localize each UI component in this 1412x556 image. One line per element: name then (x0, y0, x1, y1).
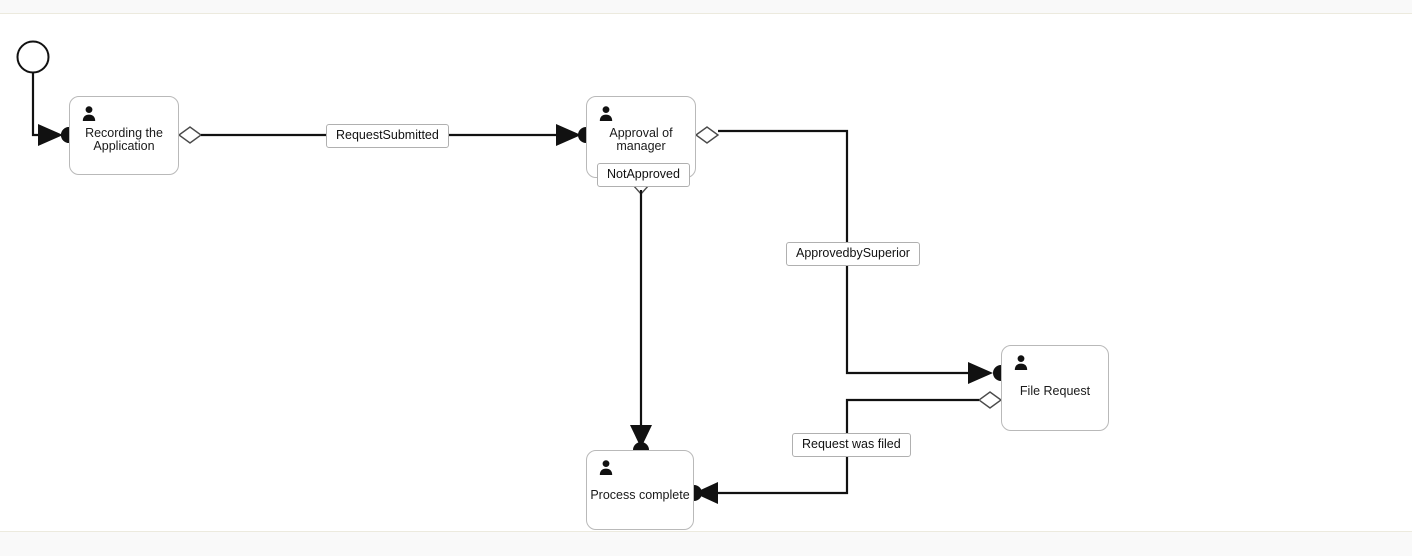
node-label: Process complete (590, 488, 690, 502)
edge-label-not-approved[interactable]: NotApproved (597, 163, 690, 187)
edge-label-request-was-filed[interactable]: Request was filed (792, 433, 911, 457)
node-label: Approval of manager (609, 126, 673, 153)
person-icon (1014, 355, 1028, 370)
edge-label-approved-by-superior[interactable]: ApprovedbySuperior (786, 242, 920, 266)
diagram-canvas[interactable] (0, 15, 1412, 531)
top-toolbar (0, 0, 1412, 14)
node-label: File Request (1019, 384, 1091, 398)
node-label: Recording the Application (85, 126, 163, 153)
person-icon (599, 106, 613, 121)
node-process-complete[interactable]: Process complete (586, 450, 694, 530)
person-icon (599, 460, 613, 475)
person-icon (82, 106, 96, 121)
node-recording-the-application[interactable]: Recording the Application (69, 96, 179, 175)
edge-label-request-submitted[interactable]: RequestSubmitted (326, 124, 449, 148)
bottom-status-bar (0, 531, 1412, 556)
node-file-request[interactable]: File Request (1001, 345, 1109, 431)
